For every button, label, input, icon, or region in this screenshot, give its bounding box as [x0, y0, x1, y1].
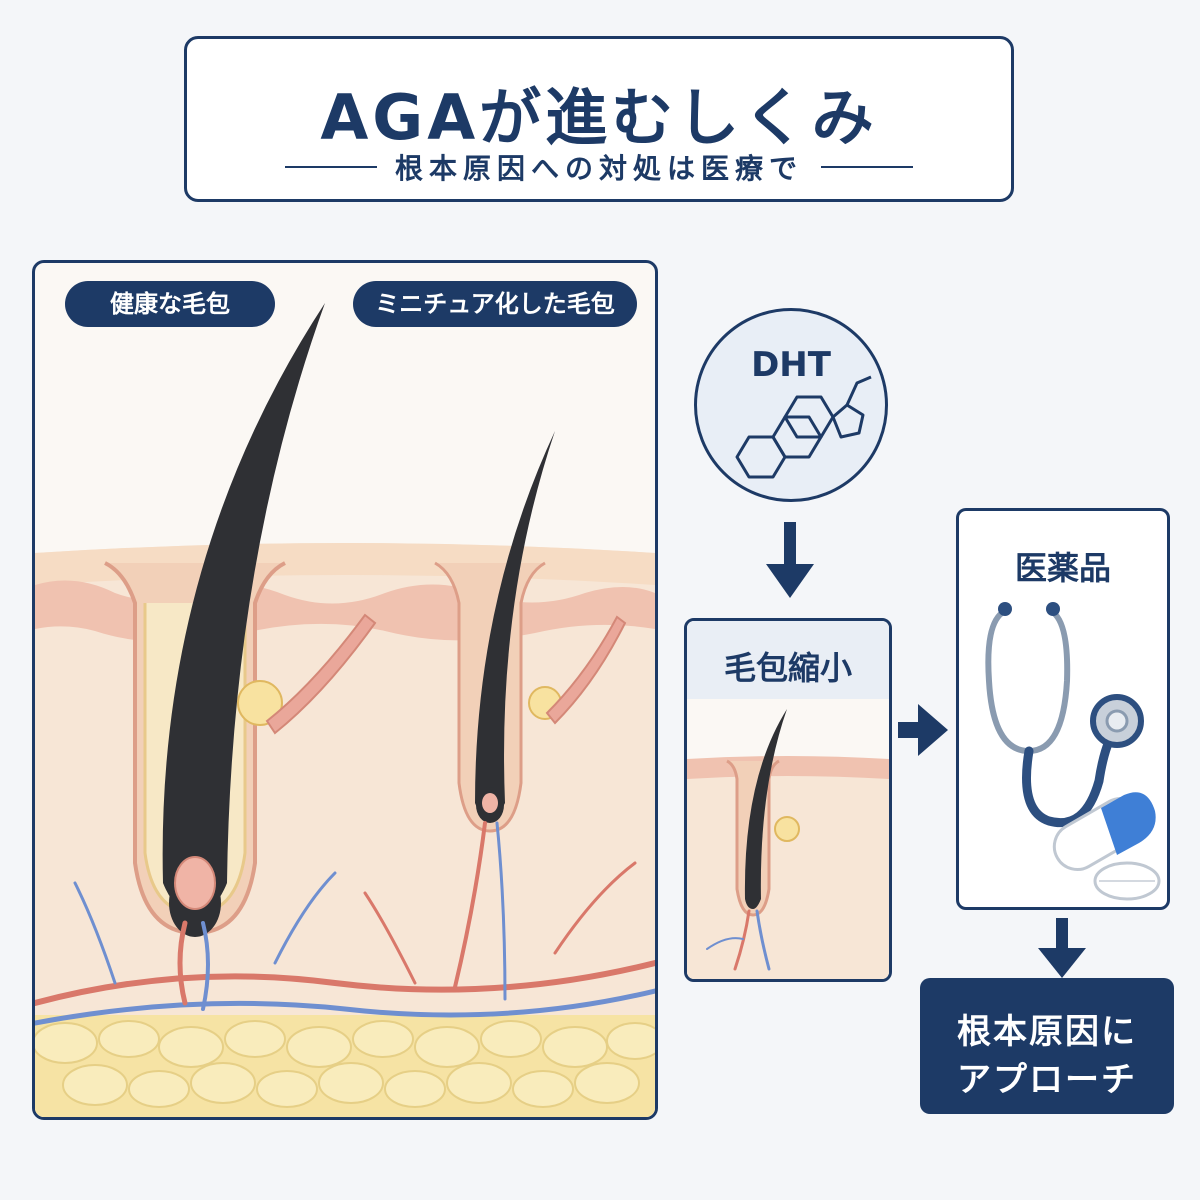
follicle-shrink-label: 毛包縮小 — [723, 649, 852, 687]
follicle-shrink-box: 毛包縮小 — [684, 618, 892, 982]
dht-label: DHT — [751, 345, 831, 385]
healthy-follicle-label: 健康な毛包 — [65, 281, 275, 327]
miniaturized-follicle-label: ミニチュア化した毛包 — [353, 281, 637, 327]
page-subtitle: 根本原因への対処は医療で — [394, 152, 803, 185]
follicle-comparison-panel: 健康な毛包 ミニチュア化した毛包 — [32, 260, 658, 1120]
arrow-right-icon — [898, 704, 948, 756]
root-cause-line-1: 根本原因に — [957, 1012, 1137, 1052]
root-cause-box: 根本原因に アプローチ — [920, 978, 1174, 1114]
subtitle-rule-left — [284, 166, 377, 168]
arrow-down-icon — [766, 522, 814, 598]
pill-icon — [1052, 792, 1161, 901]
root-cause-line-2: アプローチ — [957, 1060, 1137, 1100]
dht-circle: DHT — [694, 308, 888, 502]
shrink-header — [687, 621, 889, 699]
stethoscope-icon — [985, 602, 1144, 827]
subtitle-row: 根本原因への対処は医療で — [187, 147, 1011, 187]
subtitle-rule-right — [821, 166, 913, 168]
medicine-box: 医薬品 — [956, 508, 1170, 910]
skin-cross-section-illustration — [35, 303, 655, 1117]
steroid-structure-icon — [735, 375, 872, 479]
stethoscope-pill-illustration — [985, 602, 1161, 901]
shrunk-follicle-illustration — [687, 709, 889, 979]
arrow-down-icon-2 — [1038, 918, 1086, 978]
title-box: AGAが進むしくみ 根本原因への対処は医療で — [184, 36, 1014, 202]
medicine-label: 医薬品 — [1014, 549, 1111, 587]
page-title: AGAが進むしくみ — [320, 81, 878, 154]
